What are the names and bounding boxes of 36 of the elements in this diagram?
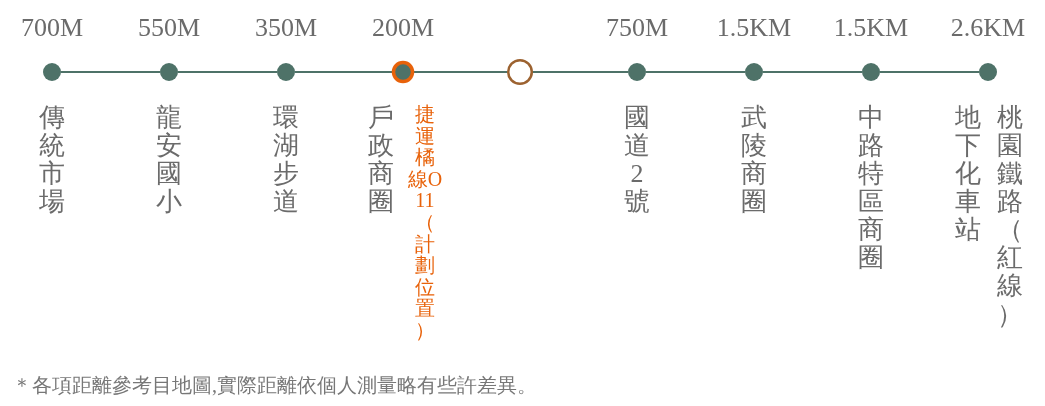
connector-line — [879, 71, 980, 73]
place-name: 地下化車站 — [954, 104, 982, 245]
station-dot — [977, 61, 999, 83]
connector-line — [645, 71, 746, 73]
station-dot — [275, 61, 297, 83]
place-name: 戶政商圈 — [367, 104, 395, 217]
connector-line — [60, 71, 161, 73]
place-name: 國道2號 — [623, 104, 651, 217]
distance-label: 750M — [605, 15, 669, 41]
connector-line — [762, 71, 863, 73]
distance-label: 1.5KM — [716, 15, 792, 41]
place-name: 桃園鐵路（紅線） — [996, 104, 1024, 329]
place-name: 捷運橘線O11（計劃位置） — [406, 104, 444, 342]
place-name: 傳統市場 — [38, 104, 66, 217]
connector-line — [532, 71, 629, 73]
place-name: 環湖步道 — [272, 104, 300, 217]
connector-line — [413, 71, 508, 73]
station-dot — [743, 61, 765, 83]
connector-line — [177, 71, 278, 73]
station-dot — [626, 61, 648, 83]
connector-line — [294, 71, 393, 73]
place-name: 龍安國小 — [155, 104, 183, 217]
distance-label: 550M — [137, 15, 201, 41]
distance-label: 700M — [20, 15, 84, 41]
distance-label: 1.5KM — [833, 15, 909, 41]
distance-label: 350M — [254, 15, 318, 41]
place-name: 中路特區商圈 — [857, 104, 885, 273]
distance-label: 2.6KM — [950, 15, 1026, 41]
station-dot — [158, 61, 180, 83]
station-dot — [41, 61, 63, 83]
place-name: 武陵商圈 — [740, 104, 768, 217]
highlighted-station-dot — [390, 59, 416, 85]
distance-label: 200M — [371, 15, 435, 41]
footnote: ＊各項距離參考目地圖,實際距離依個人測量略有些許差異。 — [12, 375, 537, 395]
location-circle — [505, 57, 535, 87]
station-dot — [860, 61, 882, 83]
